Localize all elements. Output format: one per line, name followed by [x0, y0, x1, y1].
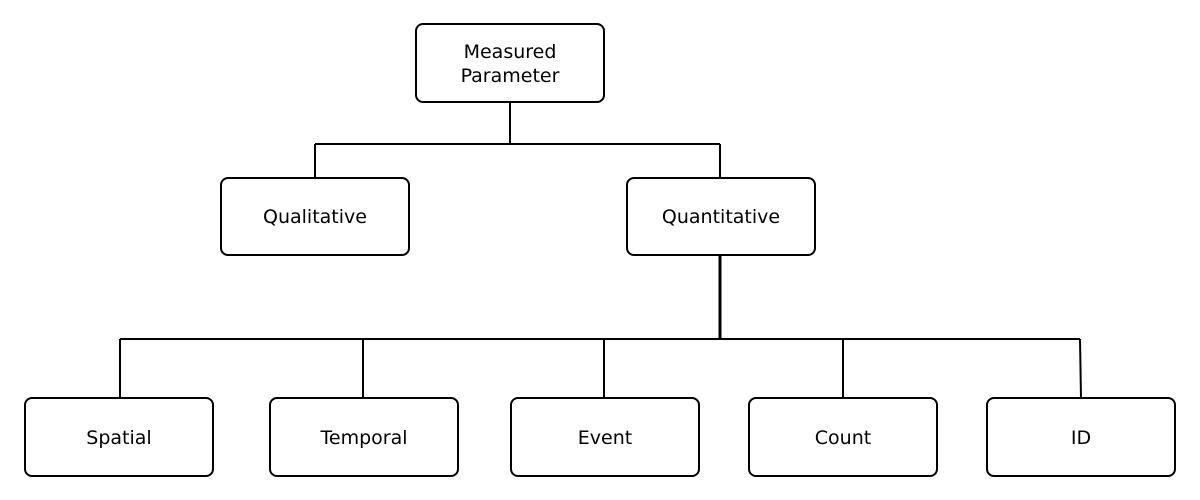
node-box-spatial: [24, 397, 214, 477]
node-label-qualitative: Qualitative: [263, 206, 367, 228]
node-measured-parameter: Measured Parameter: [415, 23, 605, 103]
node-box-count: [748, 397, 938, 477]
node-temporal: Temporal: [269, 397, 459, 477]
node-box-event: [510, 397, 700, 477]
node-event: Event: [510, 397, 700, 477]
node-label-quantitative: Quantitative: [662, 206, 780, 228]
node-box-quantitative: [626, 177, 816, 256]
node-box-qualitative: [220, 177, 410, 256]
node-id: ID: [986, 397, 1176, 477]
node-quantitative: Quantitative: [626, 177, 816, 256]
node-label-spatial: Spatial: [86, 427, 151, 449]
node-label-measured: Measured: [464, 41, 557, 63]
connector-to-id: [1079, 338, 1082, 399]
node-label-count: Count: [815, 427, 871, 449]
node-box-measured-parameter: [415, 23, 605, 103]
node-label-id: ID: [1071, 427, 1091, 449]
node-label-parameter: Parameter: [461, 65, 560, 87]
node-box-id: [986, 397, 1176, 477]
node-box-temporal: [269, 397, 459, 477]
node-label-event: Event: [578, 427, 632, 449]
node-label-temporal: Temporal: [320, 427, 408, 449]
node-spatial: Spatial: [24, 397, 214, 477]
node-count: Count: [748, 397, 938, 477]
node-qualitative: Qualitative: [220, 177, 410, 256]
